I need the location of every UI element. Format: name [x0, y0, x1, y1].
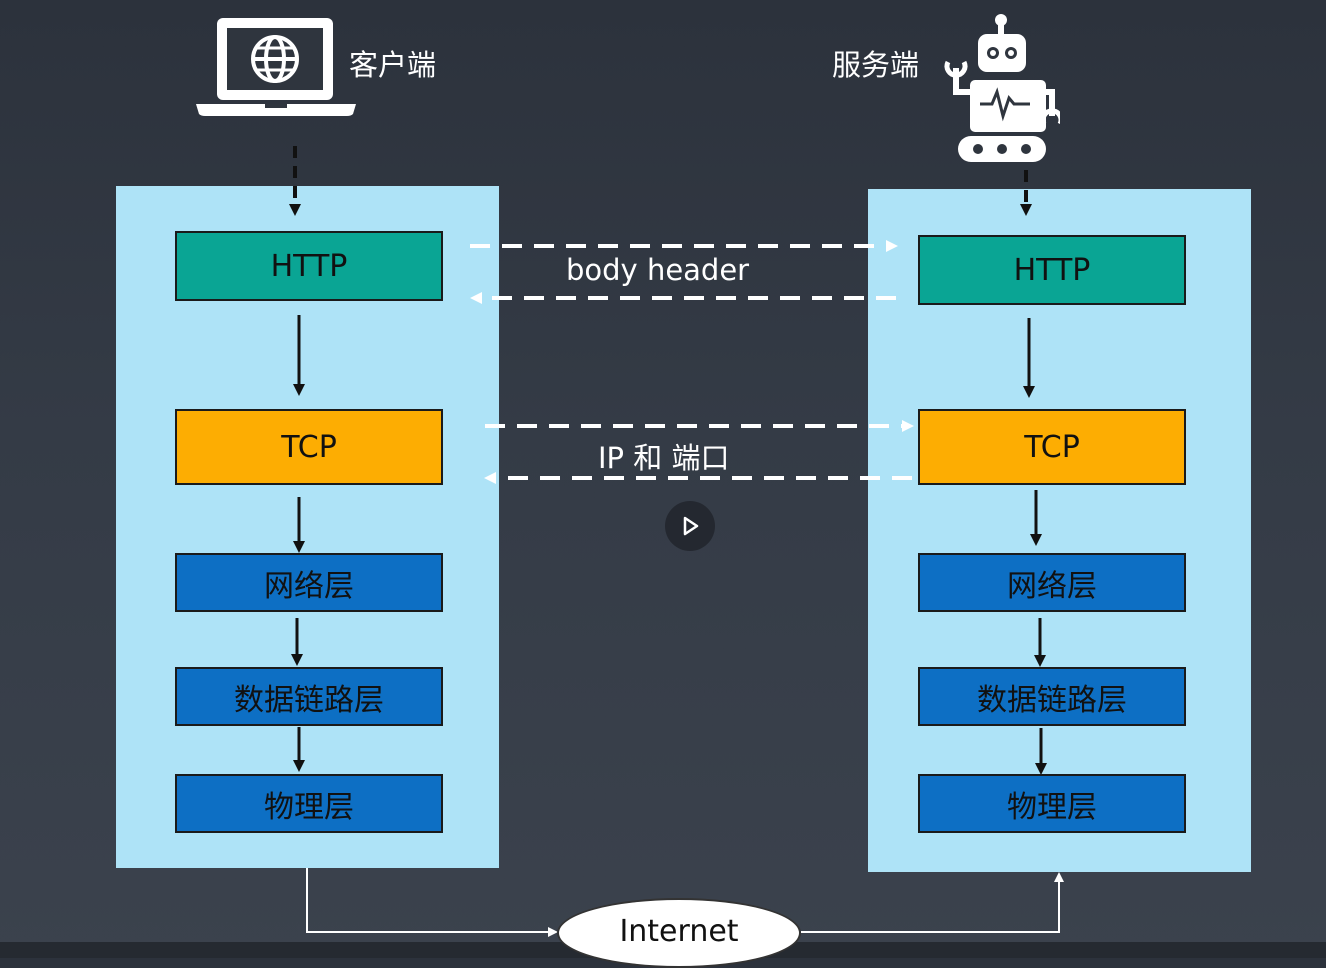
http-link-label: body header — [566, 253, 750, 287]
http-link-arrows — [470, 244, 896, 300]
client-http-box: HTTP — [175, 231, 443, 301]
client-layer-arrows — [291, 315, 305, 772]
laptop-globe-icon — [193, 16, 359, 120]
client-entry-arrow — [289, 146, 301, 216]
client-datalink-layer-box: 数据链路层 — [175, 667, 443, 726]
server-physical-layer-box: 物理层 — [918, 774, 1186, 833]
client-network-layer-box: 网络层 — [175, 553, 443, 612]
client-tcp-box: TCP — [175, 409, 443, 485]
internet-connector — [306, 868, 1060, 933]
server-layer-arrows — [1023, 318, 1047, 775]
play-icon — [683, 516, 699, 536]
client-title: 客户端 — [349, 48, 437, 82]
play-button[interactable] — [665, 501, 715, 551]
server-tcp-box: TCP — [918, 409, 1186, 485]
server-http-box: HTTP — [918, 235, 1186, 305]
internet-label: Internet — [619, 914, 739, 949]
tcp-link-label: IP 和 端口 — [598, 441, 730, 475]
server-datalink-layer-box: 数据链路层 — [918, 667, 1186, 726]
internet-cloud: Internet — [557, 898, 801, 968]
robot-icon — [940, 12, 1064, 164]
tcp-link-arrows — [485, 424, 912, 480]
client-physical-layer-box: 物理层 — [175, 774, 443, 833]
server-network-layer-box: 网络层 — [918, 553, 1186, 612]
server-title: 服务端 — [832, 48, 920, 82]
